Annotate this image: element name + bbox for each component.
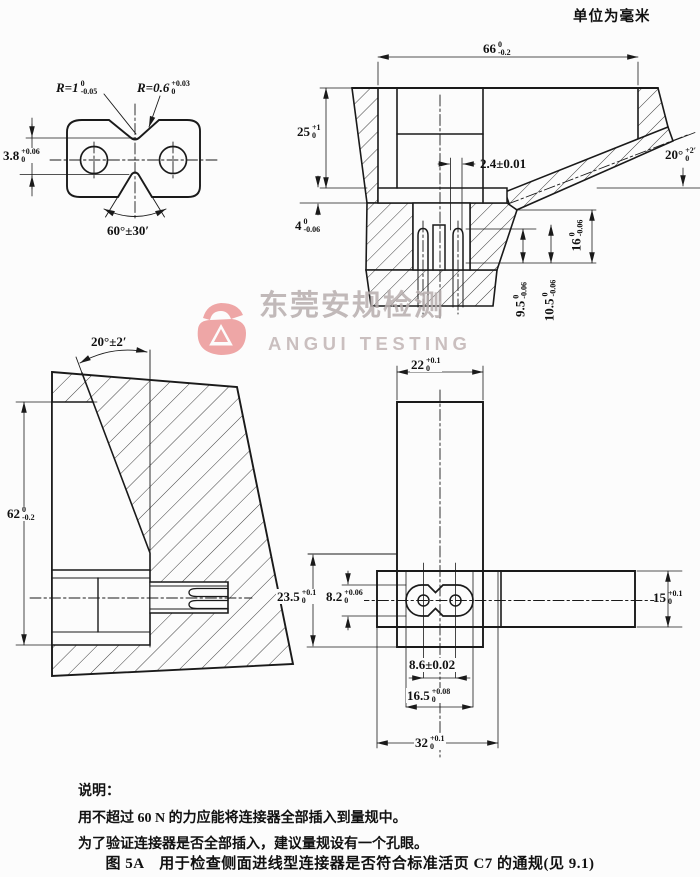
note-line: 为了验证连接器是否全部插入，建议量规设有一个孔眼。	[78, 837, 428, 852]
dim-pin-depth-105: 10.5 0-0.06	[540, 279, 558, 322]
dim-slot-width: 2.4±0.01	[480, 156, 527, 171]
notes-block: 说明： 用不超过 60 N 的力应能将连接器全部插入到量规中。 为了验证连接器是…	[78, 779, 428, 859]
dim-pin-pitch-86: 8.6±0.02	[408, 657, 457, 672]
notes-heading: 说明：	[78, 784, 120, 799]
dim-wedge-angle: 60°±30′	[107, 223, 149, 238]
section-view-drawing	[299, 54, 700, 319]
dim-face-angle: 20° +2′0	[665, 146, 697, 163]
bottom-view-drawing	[306, 365, 683, 758]
dim-height-62: 62 0-0.2	[6, 505, 36, 522]
dim-radius-left: R=1 0-0.05	[56, 79, 98, 96]
unit-note: 单位为毫米	[573, 9, 651, 25]
dim-pin-depth-16: 16 0-0.06	[567, 219, 585, 252]
dim-pin-depth-95: 9.5 0-0.06	[511, 282, 529, 317]
figure-caption: 图 5A 用于检查侧面进线型连接器是否符合标准活页 C7 的通规(见 9.1)	[105, 856, 595, 872]
side-view-drawing	[15, 347, 295, 677]
note-line: 用不超过 60 N 的力应能将连接器全部插入到量规中。	[78, 810, 407, 826]
dim-width-66: 66 0-0.2	[482, 40, 512, 57]
company-logo-icon	[197, 303, 246, 355]
front-view-drawing	[19, 93, 219, 219]
dim-side-angle: 20°±2′	[91, 334, 127, 349]
dim-step-4: 4 0-0.06	[295, 217, 321, 234]
